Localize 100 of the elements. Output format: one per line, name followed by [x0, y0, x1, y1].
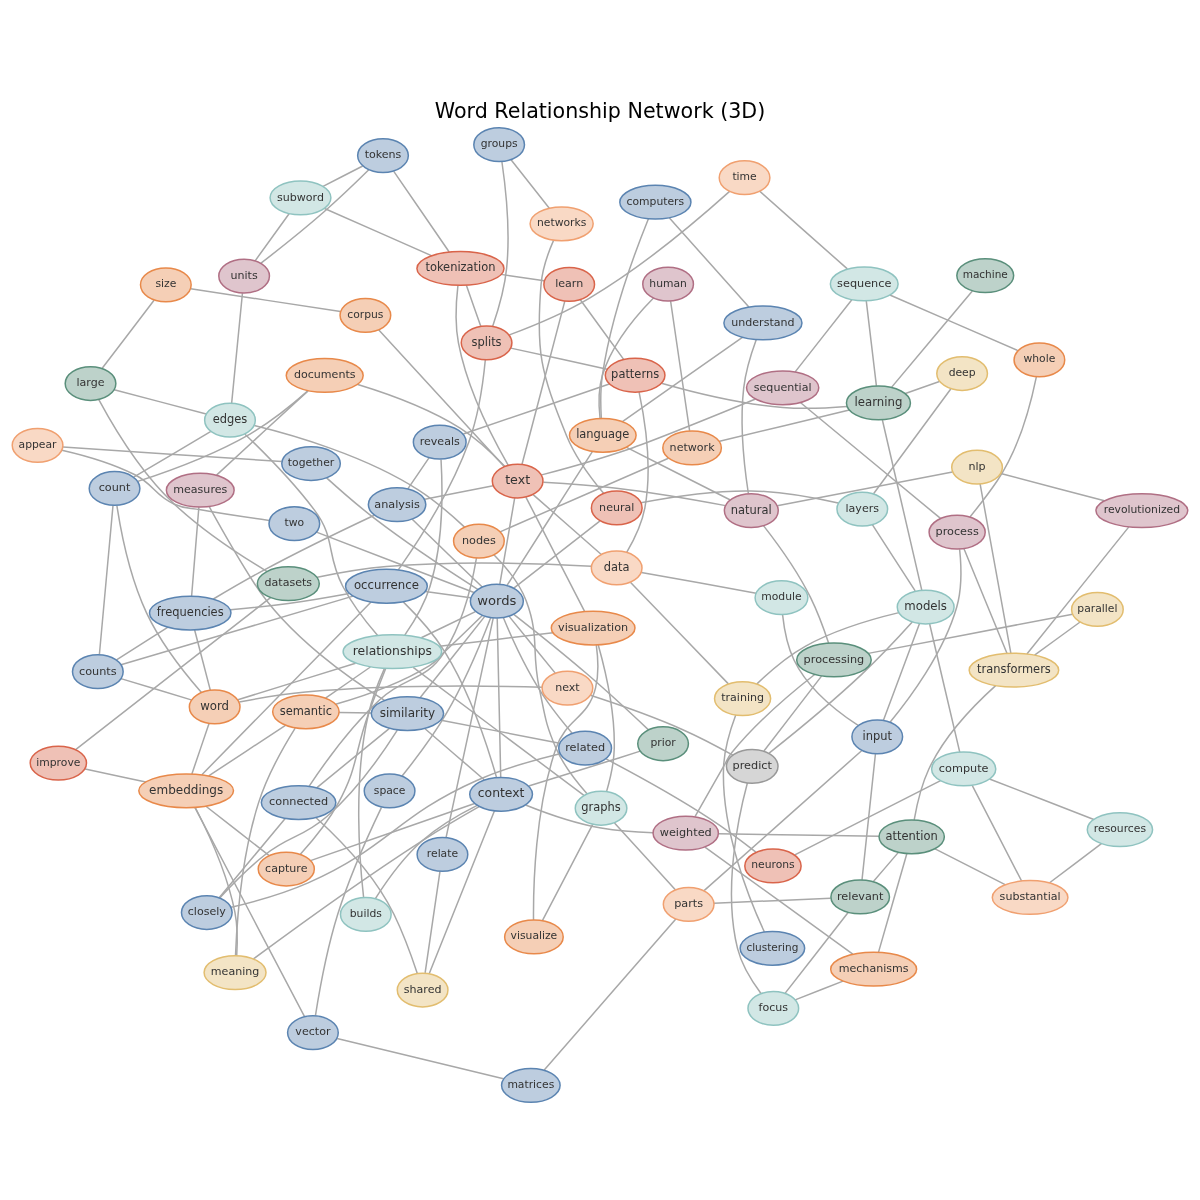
- node-ellipse: time: [718, 160, 771, 196]
- connector: [315, 531, 475, 594]
- connector: [598, 297, 655, 420]
- node-ellipse: network: [662, 430, 723, 466]
- node-ellipse: occurrence: [344, 568, 429, 604]
- node-ellipse: clustering: [739, 930, 806, 966]
- node-ellipse: graphs: [574, 790, 628, 826]
- connector: [1033, 621, 1081, 656]
- connector: [861, 753, 877, 881]
- connector: [668, 217, 750, 308]
- connector: [193, 629, 212, 691]
- connector: [532, 493, 603, 556]
- connector: [336, 1037, 505, 1080]
- connector: [308, 557, 478, 788]
- node-ellipse: two: [268, 506, 321, 542]
- node-ellipse: large: [64, 365, 117, 402]
- connector: [508, 615, 556, 674]
- node-ellipse: processing: [795, 642, 872, 678]
- connector: [238, 685, 543, 703]
- connector: [115, 626, 169, 661]
- connector: [928, 623, 961, 753]
- connector: [377, 329, 506, 468]
- connector: [407, 457, 430, 490]
- node-ellipse: capture: [257, 851, 316, 887]
- connector: [763, 675, 823, 752]
- connector: [419, 615, 486, 699]
- node-ellipse: sequence: [829, 266, 899, 302]
- node-ellipse: documents: [285, 357, 364, 394]
- connector: [323, 207, 433, 257]
- node-ellipse: prior: [637, 726, 690, 762]
- node-ellipse: learning: [845, 385, 912, 421]
- connector: [889, 548, 962, 723]
- connector: [629, 581, 730, 685]
- connector: [963, 548, 1008, 654]
- node-ellipse: transformers: [968, 652, 1060, 688]
- connector: [393, 170, 450, 253]
- node-ellipse: meaning: [203, 955, 267, 991]
- connector: [513, 613, 650, 731]
- node-ellipse: nodes: [452, 523, 505, 559]
- connector: [201, 601, 372, 776]
- node-ellipse: module: [754, 580, 809, 616]
- node-ellipse: natural: [723, 493, 779, 529]
- connector: [525, 496, 586, 612]
- connector: [759, 190, 849, 270]
- connector: [315, 816, 419, 975]
- node-ellipse: matrices: [500, 1067, 561, 1103]
- node-ellipse: understand: [723, 305, 803, 341]
- node-ellipse: word: [188, 689, 241, 725]
- connector: [971, 784, 1023, 882]
- node-ellipse: builds: [339, 896, 392, 933]
- connector: [543, 918, 677, 1071]
- connector: [62, 446, 283, 463]
- connector: [455, 284, 509, 466]
- node-ellipse: neural: [590, 490, 643, 526]
- node-ellipse: count: [88, 470, 141, 507]
- connector: [445, 617, 494, 839]
- connector: [613, 822, 677, 891]
- connector: [244, 433, 379, 637]
- connector: [532, 644, 599, 921]
- connector: [768, 621, 913, 754]
- node-ellipse: human: [642, 266, 695, 302]
- connector: [401, 617, 492, 777]
- connector: [524, 804, 654, 834]
- node-ellipse: visualize: [503, 919, 564, 955]
- connector: [254, 212, 290, 262]
- connector: [540, 398, 757, 476]
- node-ellipse: machine: [956, 257, 1015, 294]
- connector: [794, 779, 942, 856]
- node-ellipse: size: [139, 267, 192, 303]
- connector: [237, 662, 357, 701]
- connector: [600, 218, 650, 420]
- connector: [207, 724, 287, 777]
- connector: [784, 911, 849, 995]
- connector: [521, 300, 566, 466]
- connector: [881, 419, 923, 591]
- connector: [440, 719, 561, 744]
- connector: [979, 483, 1012, 654]
- connector: [506, 450, 594, 587]
- connector: [1048, 842, 1103, 884]
- connector: [871, 523, 916, 592]
- node-ellipse: reveals: [412, 424, 467, 460]
- node-ellipse: together: [281, 445, 342, 482]
- connector: [718, 409, 851, 442]
- connector: [496, 617, 502, 778]
- node-ellipse: similarity: [370, 695, 445, 732]
- node-ellipse: appear: [11, 427, 64, 463]
- connector: [411, 518, 483, 588]
- connector: [194, 806, 238, 957]
- connector: [314, 806, 383, 1017]
- connector: [872, 851, 899, 883]
- connector: [493, 554, 588, 795]
- connector: [322, 165, 364, 188]
- node-ellipse: connected: [260, 784, 337, 821]
- connector: [324, 666, 372, 699]
- connector: [374, 804, 478, 900]
- node-ellipse: nlp: [950, 449, 1004, 485]
- node-ellipse: attention: [878, 819, 946, 855]
- node-ellipse: parallel: [1070, 591, 1124, 628]
- node-ellipse: counts: [71, 654, 124, 690]
- connector: [499, 457, 670, 533]
